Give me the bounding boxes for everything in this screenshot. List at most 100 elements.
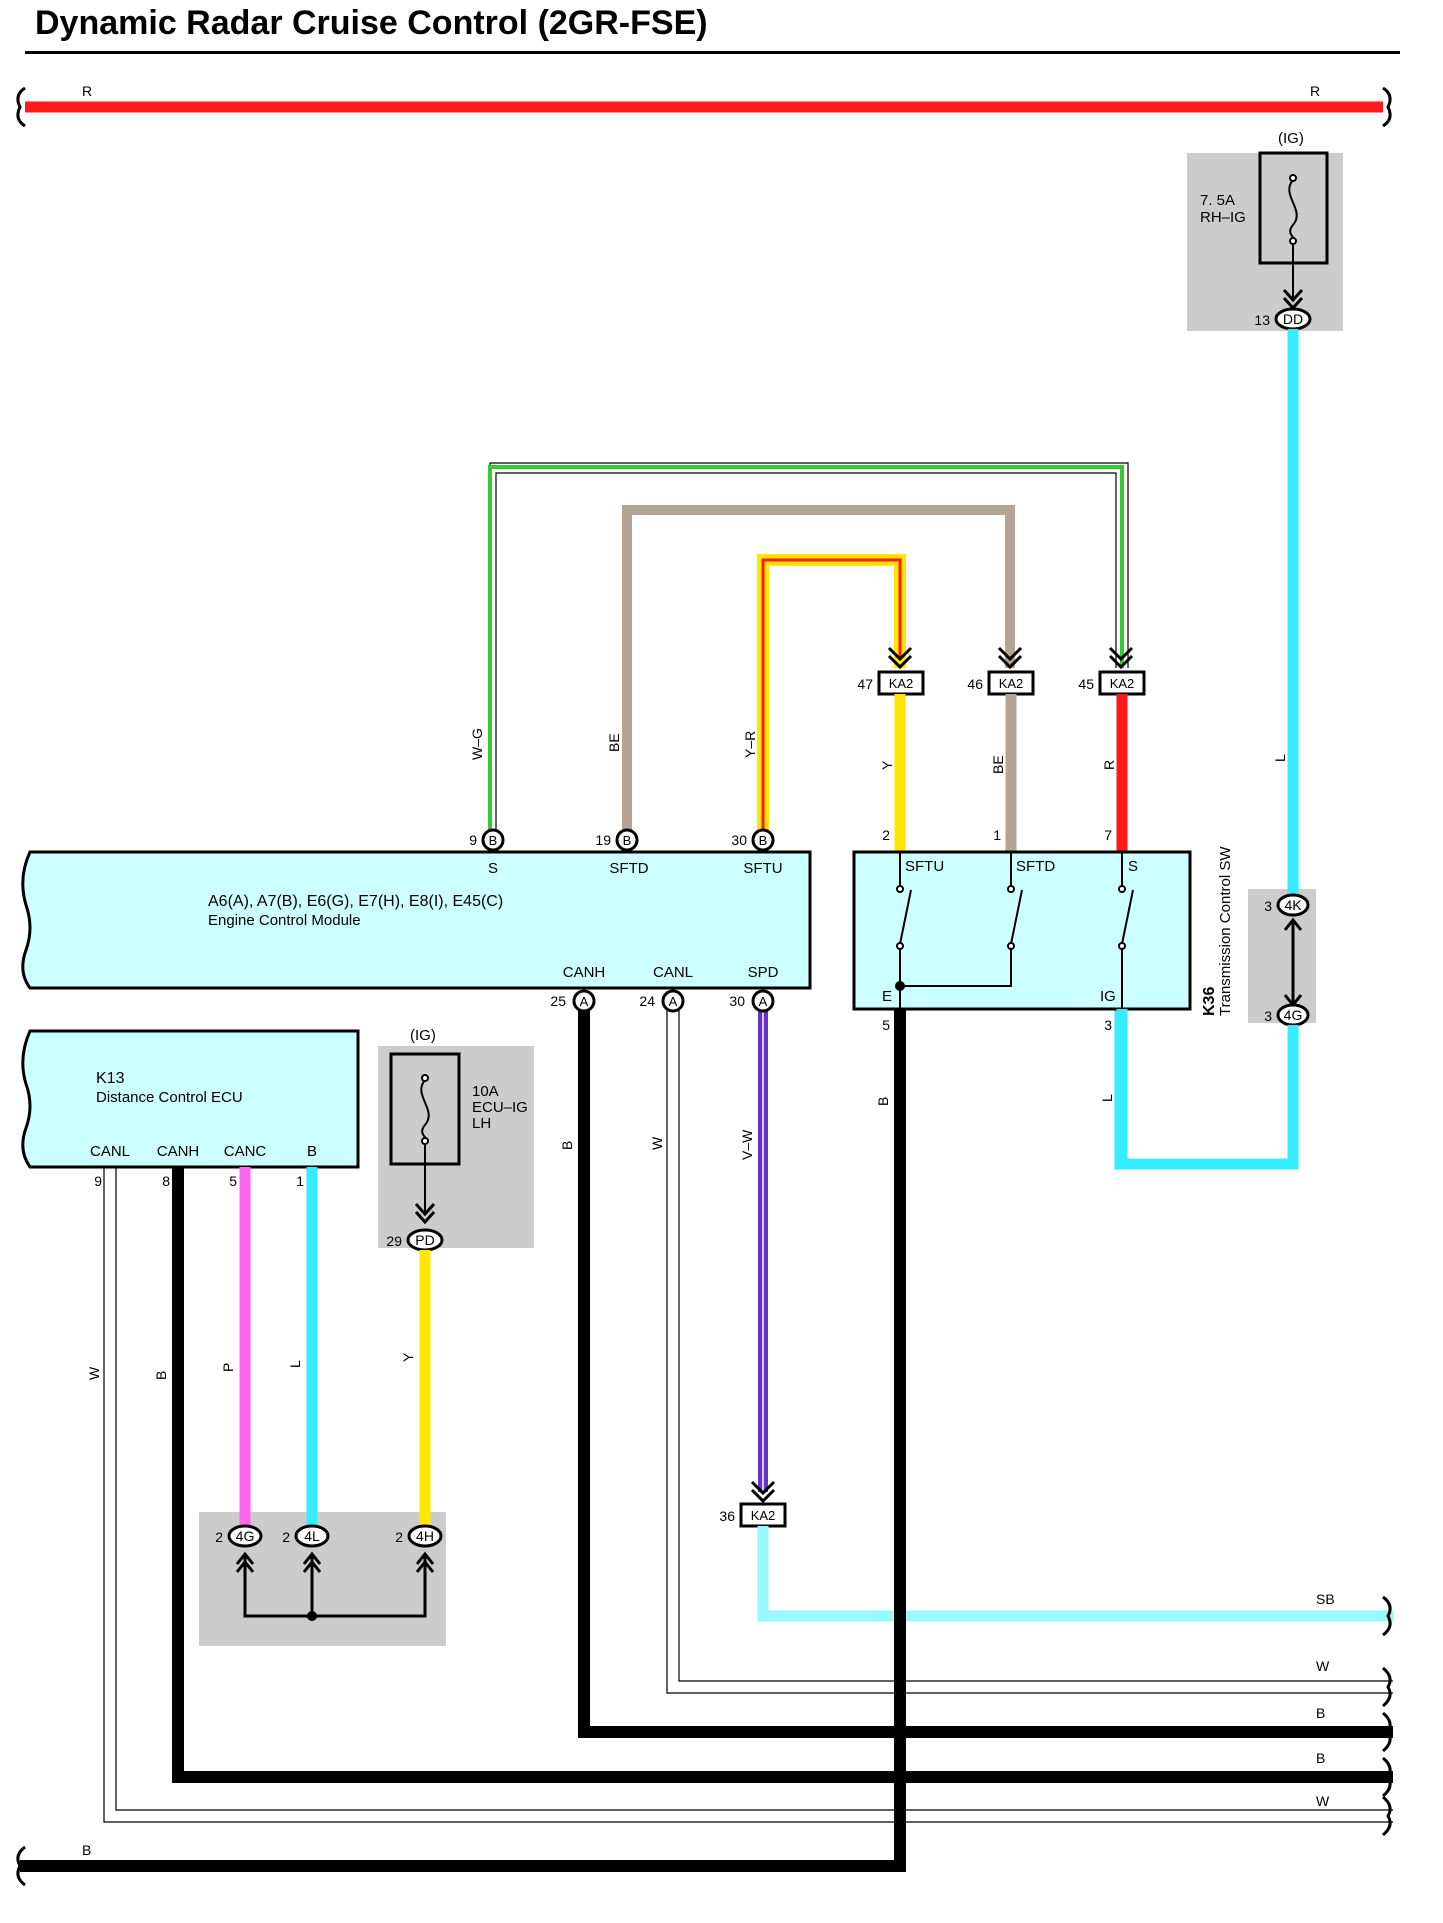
ecm-codes: A6(A), A7(B), E6(G), E7(H), E8(I), E45(C… — [208, 893, 503, 910]
k13-pin-canl-label: CANL — [90, 1143, 130, 1160]
k36-pin-sftd-label: SFTD — [1016, 858, 1055, 875]
k36-pin-e-label: E — [882, 988, 892, 1005]
k13-pin-1-num: 1 — [296, 1173, 304, 1189]
wire-label-l-k13: L — [287, 1360, 303, 1368]
connector-ka2-46-label: KA2 — [999, 676, 1024, 691]
ecm-pin-25-a — [572, 989, 596, 1013]
rh-ig-fuse-block — [1187, 153, 1343, 331]
rh-ig-rating: 7. 5A — [1200, 192, 1235, 209]
k36-switch-s — [1118, 852, 1134, 1009]
junction-4k-pin: 3 — [1264, 898, 1272, 914]
wire-label-w-right2: W — [1316, 1793, 1330, 1809]
ecu-ig-ig-label: (IG) — [410, 1027, 436, 1044]
ecu-ig-fuse-block — [378, 1046, 534, 1248]
wire-break-right-w2 — [1382, 1795, 1392, 1837]
k13-code: K13 — [96, 1070, 125, 1087]
k13-name: Distance Control ECU — [96, 1089, 243, 1106]
k13-pin-canc-label: CANC — [224, 1143, 267, 1160]
connector-ka2-47-label: KA2 — [889, 676, 914, 691]
ka2-36-chevron-icon — [750, 1480, 776, 1504]
ecu-ig-rating: 10A — [472, 1083, 499, 1100]
ecm-pin-9-b-num: 9 — [469, 832, 477, 848]
ecm-module-box — [21, 850, 812, 990]
wire-break-right-b1 — [1382, 1711, 1392, 1753]
ecm-pin-9-b — [481, 828, 505, 852]
wire-b-sw — [20, 1009, 906, 1872]
ecm-pin-19-b-conn: B — [623, 833, 632, 848]
junction-4g-right-pin: 3 — [1264, 1008, 1272, 1024]
k36-pin-ig-label: IG — [1100, 988, 1116, 1005]
wire-label-sb: SB — [1316, 1591, 1335, 1607]
wire-wg-green — [488, 465, 1124, 836]
k36-switch-sftd — [900, 852, 1023, 987]
wire-w-k13-outer — [103, 1167, 1393, 1823]
wire-label-b-right1: B — [1316, 1705, 1325, 1721]
k13-pin-5-num: 5 — [229, 1173, 237, 1189]
junction-4g-pin: 2 — [215, 1529, 223, 1545]
junction-4h — [407, 1524, 443, 1548]
wire-break-left-bottom — [16, 1845, 26, 1887]
k13-pin-b-label: B — [307, 1143, 317, 1160]
ecm-pin-spd-label: SPD — [748, 964, 779, 981]
ecu-ig-chevron-icon — [414, 1202, 436, 1225]
junction-splice — [307, 1611, 317, 1621]
junction-4l-pin: 2 — [282, 1529, 290, 1545]
ecu-ig-name-2: LH — [472, 1115, 491, 1132]
ka2-47-chevron-icon — [887, 646, 913, 670]
ka2-46-chevron-icon — [997, 646, 1023, 670]
ecm-pin-30-b — [751, 828, 775, 852]
ecm-pin-30-b-label: SFTU — [743, 860, 782, 877]
page-title: Dynamic Radar Cruise Control (2GR-FSE) — [35, 4, 708, 42]
wire-w-k13-inner — [115, 1167, 1393, 1811]
ka2-45-chevron-icon — [1108, 646, 1134, 670]
junction-bus — [243, 1556, 427, 1618]
ecm-pin-25-a-num: 25 — [550, 993, 566, 1009]
wire-label-r-top-left: R — [82, 83, 92, 99]
junction-4h-label: 4H — [416, 1528, 434, 1544]
connector-ka2-36-pin: 36 — [719, 1508, 735, 1524]
junction-4g — [227, 1524, 263, 1548]
wire-sb — [757, 1526, 1393, 1622]
wire-l-right-lower — [1114, 1010, 1299, 1170]
wire-label-vw: V–W — [739, 1129, 755, 1160]
junction-4l — [294, 1524, 330, 1548]
ecm-pin-9-b-label: S — [488, 860, 498, 877]
k36-pin-7-num: 7 — [1104, 827, 1112, 843]
ecm-pin-9-b-conn: B — [489, 833, 498, 848]
ecm-pin-25-a-conn: A — [580, 994, 589, 1009]
connector-dd-pin: 13 — [1254, 312, 1270, 328]
wire-break-right-b2 — [1382, 1756, 1392, 1798]
wire-label-y-pd: Y — [400, 1352, 416, 1362]
ecm-pin-30-b-conn: B — [759, 833, 768, 848]
ecm-pin-19-b-label: SFTD — [609, 860, 648, 877]
k13-pin-8-num: 8 — [162, 1173, 170, 1189]
connector-dd-label: DD — [1283, 311, 1303, 327]
connector-ka2-45-label: KA2 — [1110, 676, 1135, 691]
k36-pin-1-num: 1 — [993, 827, 1001, 843]
title-underline — [25, 51, 1400, 54]
wire-w-canl-outer — [666, 1010, 1393, 1694]
wire-label-b-bottom: B — [82, 1842, 91, 1858]
connector-ka2-45-pin: 45 — [1078, 676, 1094, 692]
k36-pin-s-label: S — [1128, 858, 1138, 875]
junction-4g-right-label: 4G — [1284, 1007, 1303, 1023]
ecm-pin-canh-label: CANH — [563, 964, 606, 981]
ecm-pin-30-a — [751, 989, 775, 1013]
junction-4l-label: 4L — [304, 1528, 320, 1544]
connector-pd-pin: 29 — [386, 1233, 402, 1249]
ecm-pin-30-a-num: 30 — [729, 993, 745, 1009]
wire-label-l-sw: L — [1099, 1094, 1115, 1102]
ecm-pin-canl-label: CANL — [653, 964, 693, 981]
wire-label-yr: Y–R — [742, 731, 758, 758]
wire-wg-inner — [495, 472, 1117, 836]
wire-label-l-right: L — [1272, 754, 1288, 762]
wire-label-p-k13: P — [220, 1363, 236, 1372]
wire-label-w-right1: W — [1316, 1658, 1330, 1674]
k13-module-box — [21, 1029, 360, 1169]
wire-break-right-sb — [1382, 1595, 1392, 1637]
wire-label-b-canh: B — [559, 1141, 575, 1150]
rh-ig-ig-label: (IG) — [1278, 130, 1304, 147]
wire-label-be-ecm: BE — [606, 733, 622, 752]
k36-switch-box — [852, 850, 1192, 1011]
